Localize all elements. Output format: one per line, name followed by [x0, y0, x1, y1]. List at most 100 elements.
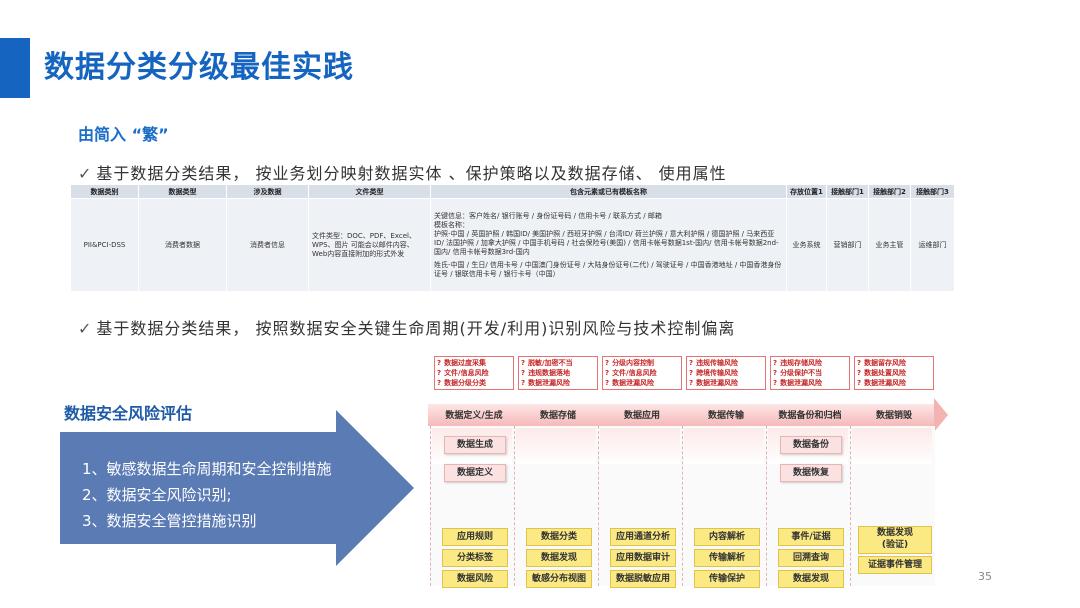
control-box: 事件/证据 — [778, 528, 844, 546]
question-icon: ? — [437, 359, 442, 367]
cell-dept2: 业务主管 — [868, 198, 911, 292]
column-header: 接触部门2 — [868, 184, 911, 199]
column-header: 接触部门1 — [826, 184, 869, 199]
risk-box: ?分级内容控制?文件/信息风险?数据泄漏风险 — [602, 356, 682, 390]
risk-text: 数据泄漏风险 — [780, 379, 823, 387]
risk-text: 文件/信息风险 — [612, 369, 657, 377]
risk-text: 数据泄漏风险 — [696, 379, 739, 387]
stage-label: 数据应用 — [623, 411, 660, 421]
risk-text: 脱敏/加密不当 — [528, 359, 573, 367]
bullet-1: ✓基于数据分类结果， 按业务划分映射数据实体 、保护策略以及数据存储、 使用属性 — [78, 160, 727, 184]
question-icon: ? — [857, 379, 862, 387]
risk-box: ?脱敏/加密不当?违规数据落地?数据泄漏风险 — [518, 356, 598, 390]
question-icon: ? — [857, 369, 862, 377]
risk-line: ?数据泄漏风险 — [605, 378, 679, 388]
stage-label: 数据备份和归档 — [778, 411, 842, 421]
data-classification-table: 数据类别 数据类型 涉及数据 文件类型 包含元素或已有模板名称 存放位置1 接触… — [70, 184, 955, 292]
risk-text: 违规数据落地 — [528, 369, 571, 377]
stage-label: 数据传输 — [707, 411, 744, 421]
list-item: 2、数据安全风险识别; — [82, 486, 232, 504]
question-icon: ? — [605, 369, 610, 377]
risk-text: 分级保护不当 — [780, 369, 823, 377]
risk-box: ?违规存储风险?分级保护不当?数据泄漏风险 — [770, 356, 850, 390]
table-row: PII&PCI-DSS 消费者数据 消费者信息 文件类型：DOC、PDF、Exc… — [70, 198, 955, 292]
bullet-text: 基于数据分类结果， 按照数据安全关键生命周期(开发/利用)识别风险与技术控制偏离 — [96, 319, 736, 338]
risk-text: 违规传输风险 — [696, 359, 739, 367]
cell-type: 消费者数据 — [138, 198, 227, 292]
control-box: 数据风险 — [442, 570, 508, 588]
stage-label: 数据销毁 — [875, 411, 912, 421]
cell-location1: 业务系统 — [786, 198, 827, 292]
control-box: 回溯查询 — [778, 549, 844, 567]
risk-line: ?数据泄漏风险 — [689, 378, 763, 388]
risk-line: ?数据泄漏风险 — [521, 378, 595, 388]
risk-text: 违规存储风险 — [780, 359, 823, 367]
table-header-row: 数据类别 数据类型 涉及数据 文件类型 包含元素或已有模板名称 存放位置1 接触… — [70, 184, 955, 199]
check-icon: ✓ — [78, 164, 93, 183]
control-box: 敏感分布视图 — [526, 570, 592, 588]
lifecycle-stage-bar — [428, 404, 934, 426]
element-template-label: 模板名称： — [434, 220, 469, 229]
risk-text: 数据泄漏风险 — [612, 379, 655, 387]
stage-label: 数据存储 — [539, 411, 576, 421]
element-key-info: 关键信息：客户姓名/ 银行账号 / 身份证号码 / 信用卡号 / 联系方式 / … — [434, 211, 662, 220]
question-icon: ? — [521, 359, 526, 367]
sub-step-box: 数据定义 — [444, 464, 506, 482]
column-header: 接触部门3 — [910, 184, 955, 199]
risk-line: ?数据处置风险 — [857, 368, 931, 378]
risk-text: 数据过度采集 — [444, 359, 487, 367]
risk-box: ?数据留存风险?数据处置风险?数据泄漏风险 — [854, 356, 934, 390]
risk-assessment-list: 1、敏感数据生命周期和安全控制措施 2、数据安全风险识别; 3、数据安全管控措施… — [82, 456, 332, 534]
list-item: 3、数据安全管控措施识别 — [82, 512, 257, 530]
risk-line: ?分级保护不当 — [773, 368, 847, 378]
column-header: 数据类型 — [138, 184, 227, 199]
question-icon: ? — [773, 379, 778, 387]
risk-assessment-title: 数据安全风险评估 — [64, 404, 193, 423]
question-icon: ? — [773, 369, 778, 377]
cell-elements: 关键信息：客户姓名/ 银行账号 / 身份证号码 / 信用卡号 / 联系方式 / … — [430, 198, 787, 292]
bullet-2: ✓基于数据分类结果， 按照数据安全关键生命周期(开发/利用)识别风险与技术控制偏… — [78, 315, 735, 339]
control-box: 应用数据审计 — [610, 549, 676, 567]
stage-column-gradient — [684, 428, 764, 464]
question-icon: ? — [521, 379, 526, 387]
list-item: 1、敏感数据生命周期和安全控制措施 — [82, 460, 332, 478]
control-box: 数据发现 (验证) — [858, 526, 932, 554]
risk-line: ?数据泄漏风险 — [773, 378, 847, 388]
question-icon: ? — [521, 369, 526, 377]
page-number: 35 — [978, 570, 992, 583]
control-box: 内容解析 — [694, 528, 760, 546]
risk-line: ?违规数据落地 — [521, 368, 595, 378]
cell-dept3: 运维部门 — [910, 198, 955, 292]
control-box: 证据事件管理 — [858, 556, 932, 574]
question-icon: ? — [437, 369, 442, 377]
bullet-text: 基于数据分类结果， 按业务划分映射数据实体 、保护策略以及数据存储、 使用属性 — [96, 164, 727, 183]
risk-box: ?数据过度采集?文件/信息风险?数据分级分类 — [434, 356, 514, 390]
risk-text: 数据留存风险 — [864, 359, 907, 367]
risk-text: 数据泄漏风险 — [864, 379, 907, 387]
lifecycle-arrow-tip — [934, 398, 948, 432]
question-icon: ? — [605, 379, 610, 387]
column-header: 文件类型 — [308, 184, 431, 199]
control-box: 数据脱敏应用 — [610, 570, 676, 588]
control-box: 数据发现 — [778, 570, 844, 588]
column-header: 涉及数据 — [226, 184, 309, 199]
lifecycle-diagram: ?数据过度采集?文件/信息风险?数据分级分类?脱敏/加密不当?违规数据落地?数据… — [428, 356, 950, 588]
page-title: 数据分类分级最佳实践 — [44, 50, 354, 85]
risk-text: 文件/信息风险 — [444, 369, 489, 377]
control-box: 应用规则 — [442, 528, 508, 546]
question-icon: ? — [773, 359, 778, 367]
risk-line: ?数据泄漏风险 — [857, 378, 931, 388]
risk-line: ?违规传输风险 — [689, 358, 763, 368]
risk-line: ?跨境传输风险 — [689, 368, 763, 378]
control-box: 分类标签 — [442, 549, 508, 567]
risk-arrow-shape — [60, 410, 414, 566]
sub-step-box: 数据恢复 — [780, 464, 842, 482]
control-box: 数据分类 — [526, 528, 592, 546]
cell-dept1: 营销部门 — [826, 198, 869, 292]
risk-text: 数据处置风险 — [864, 369, 907, 377]
risk-line: ?脱敏/加密不当 — [521, 358, 595, 368]
risk-text: 数据分级分类 — [444, 379, 487, 387]
title-accent-bar — [0, 38, 30, 98]
column-header: 存放位置1 — [786, 184, 827, 199]
risk-line: ?数据留存风险 — [857, 358, 931, 368]
